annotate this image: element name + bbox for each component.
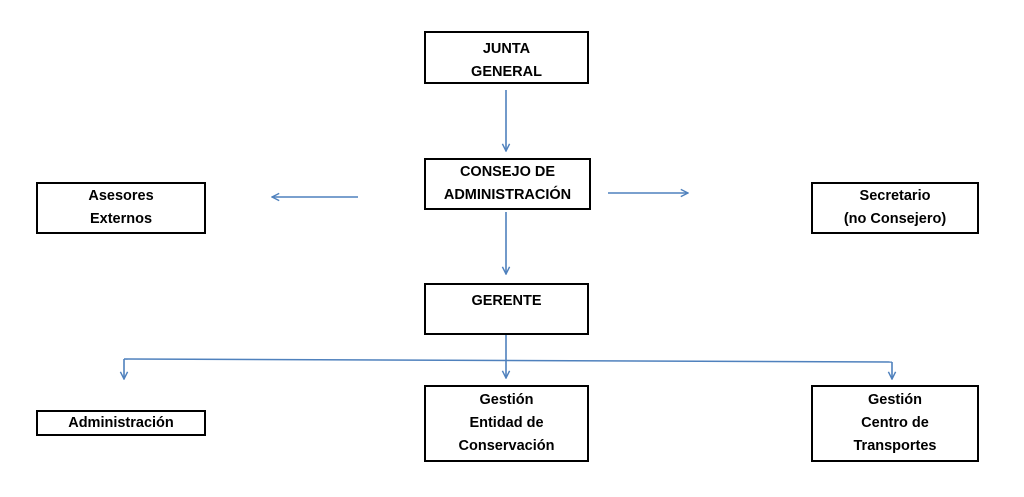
- node-entidad-line-2: Entidad de: [469, 415, 544, 431]
- node-junta-general-line-1: JUNTA: [482, 41, 531, 57]
- node-gerente-line-1: GERENTE: [471, 293, 542, 309]
- node-administracion: Administración: [36, 410, 206, 436]
- node-consejo-administracion: CONSEJO DE ADMINISTRACIÓN: [424, 158, 591, 210]
- node-transportes-line-1: Gestión: [868, 392, 922, 408]
- connectors: [124, 90, 892, 379]
- node-transportes-line-3: Transportes: [853, 438, 937, 454]
- node-asesores-line-2: Externos: [89, 211, 153, 227]
- node-consejo-line-2: ADMINISTRACIÓN: [443, 187, 572, 203]
- node-asesores-externos: Asesores Externos: [36, 182, 206, 234]
- node-entidad-line-1: Gestión: [479, 392, 534, 408]
- distribution-bar: [123, 358, 893, 363]
- node-junta-general: JUNTA GENERAL: [424, 31, 589, 84]
- node-gestion-centro-transportes: Gestión Centro de Transportes: [811, 385, 979, 462]
- node-secretario-line-1: Secretario: [859, 188, 931, 204]
- node-secretario: Secretario (no Consejero): [811, 182, 979, 234]
- node-entidad-line-3: Conservación: [458, 438, 555, 454]
- node-secretario-line-2: (no Consejero): [843, 211, 947, 227]
- node-junta-general-line-2: GENERAL: [471, 64, 542, 80]
- node-administracion-line-1: Administración: [68, 414, 174, 431]
- node-gestion-entidad-conservacion: Gestión Entidad de Conservación: [424, 385, 589, 462]
- node-asesores-line-1: Asesores: [88, 188, 154, 204]
- node-consejo-line-1: CONSEJO DE: [459, 164, 556, 180]
- node-transportes-line-2: Centro de: [861, 415, 929, 431]
- node-gerente: GERENTE: [424, 283, 589, 335]
